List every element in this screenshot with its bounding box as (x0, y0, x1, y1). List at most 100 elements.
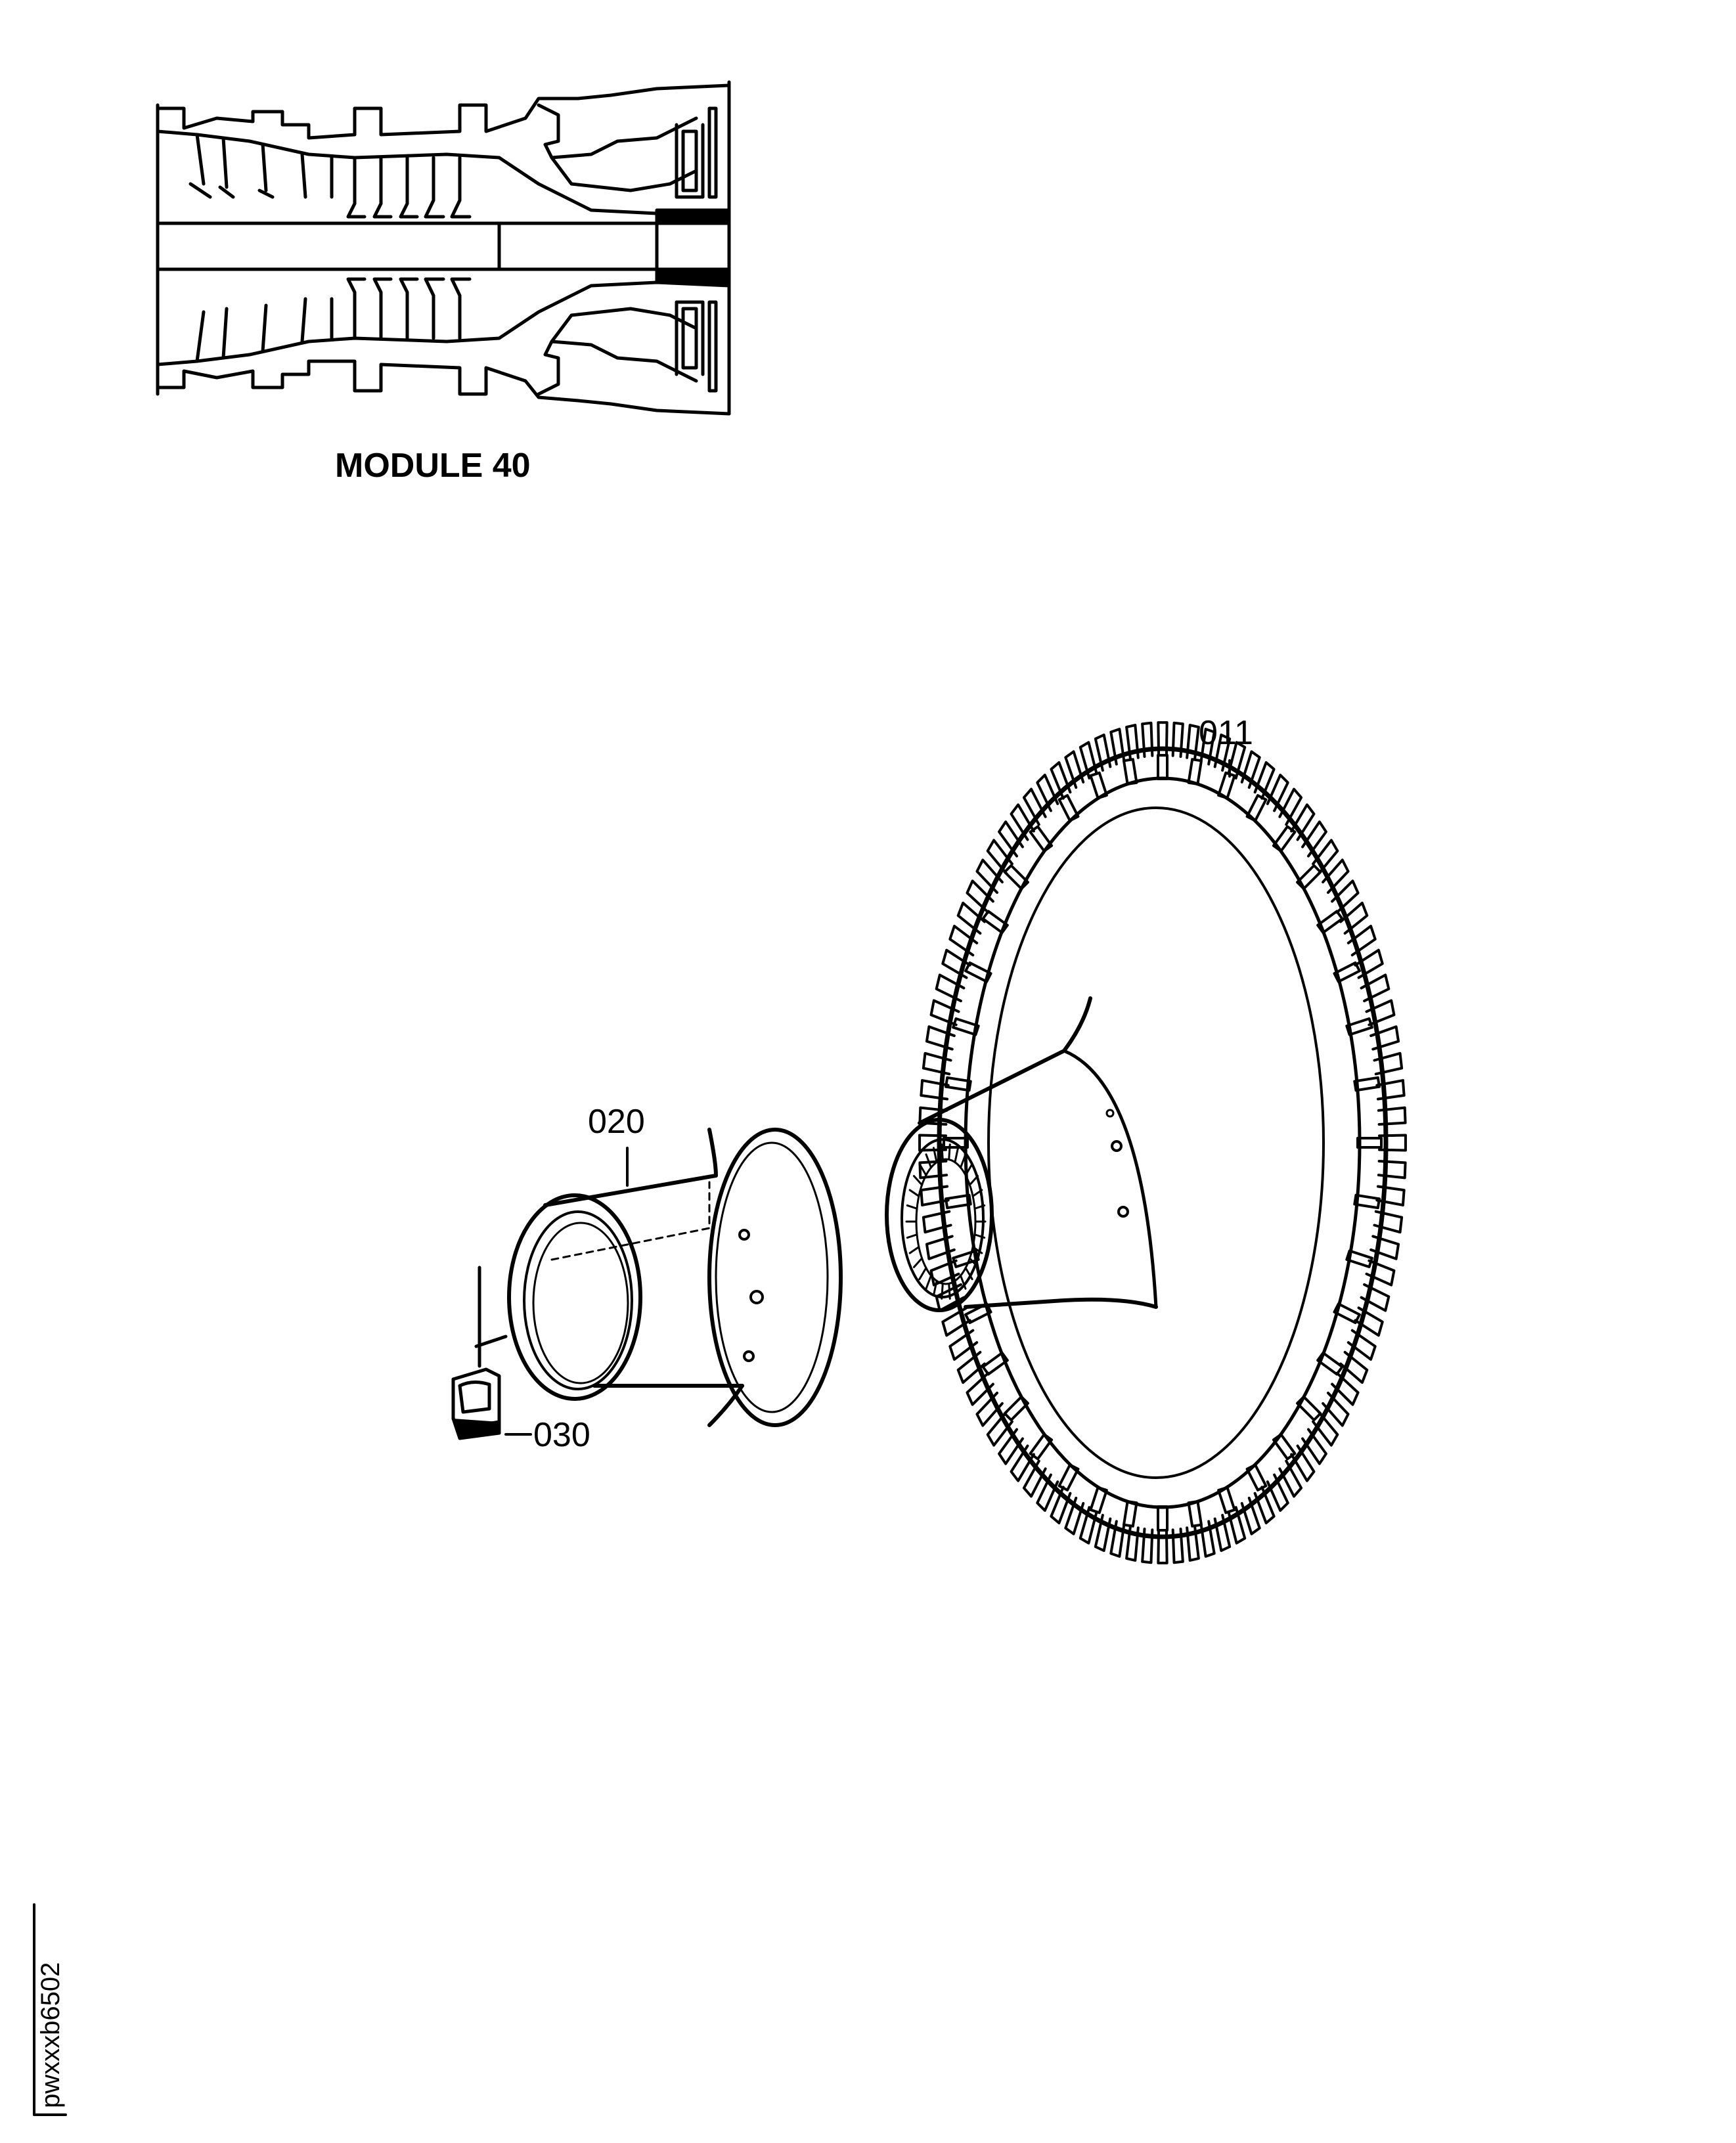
gear-slot (1217, 1486, 1236, 1514)
gear-tooth (1377, 1134, 1407, 1152)
gear-slot (1029, 1433, 1054, 1461)
hub-spline (908, 1246, 920, 1254)
gear-tooth (1365, 999, 1396, 1027)
gear-slot (1089, 771, 1108, 800)
gear-rim-outer (937, 746, 1389, 1539)
gear-tooth (929, 999, 960, 1027)
gear-tooth (966, 879, 994, 914)
gear-tooth (1253, 761, 1276, 800)
hub-spline (964, 1267, 973, 1281)
gear-hub-face (885, 1118, 994, 1312)
gear-tooth (1186, 1524, 1200, 1562)
figure-code: pwxxxb6502 (36, 1962, 65, 2108)
gear-slot (1245, 1463, 1268, 1491)
key (451, 1266, 508, 1440)
ring-gear (885, 721, 1407, 1564)
gear-tooth (948, 1329, 979, 1361)
hub-spline (971, 1189, 983, 1197)
gear-tooth (920, 1079, 950, 1101)
gear-slot (952, 1017, 980, 1036)
gear-tooth (1360, 973, 1391, 1003)
gear-tooth (1322, 858, 1350, 895)
gear-tooth (1157, 1528, 1168, 1564)
callout-key: 030 (533, 1416, 590, 1454)
gear-tooth (1331, 879, 1360, 914)
gear-slot (1245, 794, 1268, 822)
gear-slot (1057, 1463, 1080, 1491)
hub-spline (925, 1274, 932, 1290)
gear-tooth (1347, 925, 1377, 957)
gear-tooth (1290, 803, 1316, 841)
gear-tooth (1109, 728, 1126, 766)
gear-tooth (1022, 1459, 1047, 1498)
gear-tooth (1369, 1025, 1400, 1051)
gear-tooth (1010, 1444, 1035, 1482)
gear-tooth (1290, 1444, 1316, 1482)
gear-tooth (918, 1134, 948, 1152)
gear-slot (945, 1076, 972, 1092)
gear-tooth (1171, 721, 1184, 759)
gear-tooth (922, 1210, 952, 1234)
gear-slot (981, 1351, 1009, 1376)
hub-spline (968, 1257, 979, 1268)
gear-tooth (1347, 1329, 1377, 1361)
gear-tooth (1377, 1159, 1407, 1180)
gear-tooth (1266, 1473, 1289, 1512)
hub-spline (954, 1147, 960, 1164)
hub-spline (941, 1143, 944, 1161)
gear-slot (1333, 1302, 1361, 1325)
gear-slot (1187, 758, 1203, 785)
gear-slots (943, 754, 1383, 1532)
gear-tooth (986, 1410, 1013, 1447)
gear-tooth (1312, 1410, 1339, 1447)
gear-tooth (1278, 1459, 1303, 1498)
gear-slot (1333, 961, 1361, 983)
hub-spline (971, 1246, 983, 1254)
gear-tooth (1369, 1235, 1400, 1260)
gear-tooth (998, 820, 1024, 858)
engine-cross-section (156, 80, 731, 416)
hub-spline (912, 1175, 924, 1186)
gear-tooth (1213, 733, 1232, 772)
gear-tooth (1373, 1051, 1404, 1076)
gear-slot (1356, 1137, 1383, 1149)
gear-tooth (948, 925, 979, 957)
gear-slot (1157, 754, 1168, 780)
gear-tooth (1301, 820, 1327, 858)
callout-sleeve: 020 (588, 1103, 645, 1141)
gear-tooth (935, 973, 966, 1003)
gear-tooth (1050, 1486, 1072, 1524)
gear-tooth (918, 1159, 948, 1180)
gear-slot (1122, 1500, 1138, 1528)
gear-tooth (1354, 1306, 1384, 1337)
gear-tooth (1079, 1506, 1098, 1545)
gear-slot (1345, 1249, 1373, 1268)
gear-tooth (1050, 761, 1072, 800)
gear-tooth (1141, 721, 1154, 759)
sleeve (507, 1128, 843, 1427)
gear-tooth (1266, 774, 1289, 812)
gear-slot (981, 910, 1009, 935)
gear-tooth (1373, 1210, 1404, 1234)
gear-tooth (1064, 750, 1085, 789)
gear-tooth (1171, 1527, 1184, 1564)
module-caption: MODULE 40 (335, 447, 531, 485)
gear-tooth (1064, 1496, 1085, 1535)
hub-spline (973, 1233, 986, 1239)
gear-tooth (1213, 1514, 1232, 1553)
gear-tooth (941, 1306, 971, 1337)
gear-rim-inner (964, 776, 1362, 1509)
hub-spline (932, 1147, 938, 1164)
gear-tooth (1339, 901, 1369, 935)
gear-tooth (986, 839, 1013, 875)
gear-tooth (920, 1185, 950, 1206)
hub-spline (960, 1274, 967, 1290)
gear-slot (1003, 864, 1029, 891)
gear-slot (1296, 864, 1322, 891)
gear-tooth (1377, 1106, 1407, 1126)
gear-slot (1353, 1193, 1381, 1210)
gear-slot (1345, 1017, 1373, 1036)
gear-tooth (925, 1025, 956, 1051)
gear-tooth (1301, 1428, 1327, 1465)
